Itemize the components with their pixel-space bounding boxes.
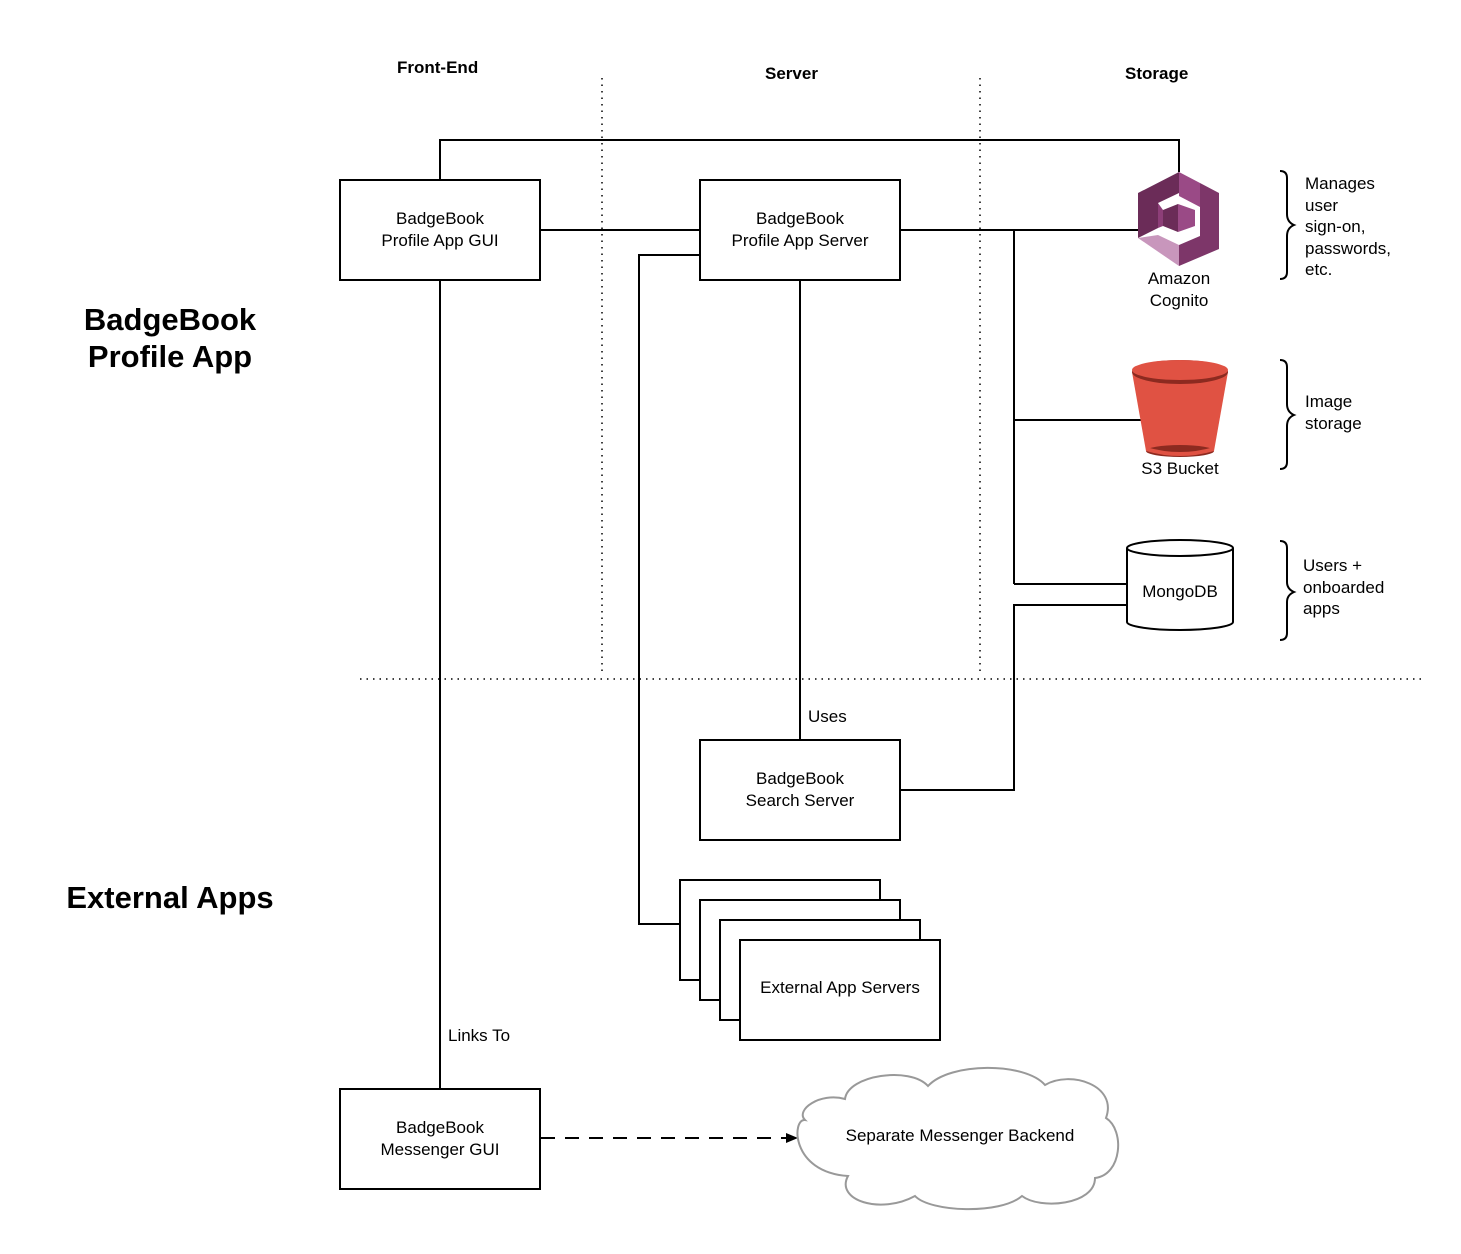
edge-label-links-to: Links To — [448, 1026, 511, 1045]
node-label-line-2: Messenger GUI — [380, 1140, 500, 1159]
mongodb-icon[interactable] — [1126, 539, 1234, 631]
note-line: passwords, — [1305, 238, 1391, 258]
external-app-server-card-4[interactable] — [739, 939, 941, 1041]
s3-label: S3 Bucket — [1141, 459, 1219, 478]
profile-app-server-node[interactable]: BadgeBook Profile App Server — [699, 179, 901, 281]
cognito-label-line-1: Amazon — [1147, 269, 1211, 288]
node-label-line-2: Search Server — [745, 791, 855, 810]
section-title-line-2: Profile App — [87, 339, 253, 374]
edge-search-mongodb — [900, 604, 1127, 791]
note-mongodb: Users + onboarded apps — [1303, 555, 1384, 620]
brace-mongodb — [1279, 540, 1297, 641]
note-line: onboarded — [1303, 577, 1385, 597]
column-header-server: Server — [765, 64, 818, 83]
section-title-line-1: BadgeBook — [83, 302, 257, 337]
edge-gui-cognito — [439, 139, 1180, 180]
note-line: Users + — [1303, 556, 1363, 575]
section-title-profile-app: BadgeBook Profile App — [60, 301, 280, 375]
cognito-icon[interactable] — [1138, 172, 1219, 266]
mongodb-label: MongoDB — [1142, 582, 1218, 601]
note-line: Image — [1305, 392, 1353, 411]
column-header-storage: Storage — [1125, 64, 1189, 83]
note-line: Manages — [1305, 174, 1375, 193]
column-header-front-end: Front-End — [397, 58, 479, 77]
cloud-shape[interactable] — [796, 1066, 1120, 1211]
note-line: etc. — [1305, 260, 1333, 279]
cognito-label: Amazon Cognito — [1129, 268, 1229, 312]
node-label-line-1: BadgeBook — [396, 209, 484, 228]
search-server-node[interactable]: BadgeBook Search Server — [699, 739, 901, 841]
messenger-backend-label: Separate Messenger Backend — [845, 1126, 1075, 1145]
brace-cognito — [1279, 170, 1297, 280]
s3-bucket-icon[interactable] — [1132, 360, 1228, 457]
node-label-line-1: BadgeBook — [396, 1118, 484, 1137]
note-line: storage — [1305, 413, 1362, 433]
node-label-line-2: Profile App Server — [731, 231, 869, 250]
note-cognito: Manages user sign-on, passwords, etc. — [1305, 173, 1391, 281]
section-title-external-apps: External Apps — [66, 880, 274, 915]
note-s3: Image storage — [1305, 391, 1362, 434]
note-line: sign-on, — [1305, 217, 1366, 236]
messenger-gui-node[interactable]: BadgeBook Messenger GUI — [339, 1088, 541, 1190]
note-line: user — [1305, 195, 1339, 215]
note-line: apps — [1303, 599, 1340, 618]
profile-app-gui-node[interactable]: BadgeBook Profile App GUI — [339, 179, 541, 281]
edge-server-external — [638, 254, 700, 925]
cognito-label-line-2: Cognito — [1149, 291, 1209, 310]
edge-label-uses: Uses — [808, 707, 847, 726]
node-label-line-1: BadgeBook — [756, 769, 844, 788]
external-app-servers-label: External App Servers — [760, 978, 920, 997]
node-label-line-2: Profile App GUI — [381, 231, 499, 250]
brace-s3 — [1279, 359, 1297, 470]
node-label-line-1: BadgeBook — [756, 209, 844, 228]
